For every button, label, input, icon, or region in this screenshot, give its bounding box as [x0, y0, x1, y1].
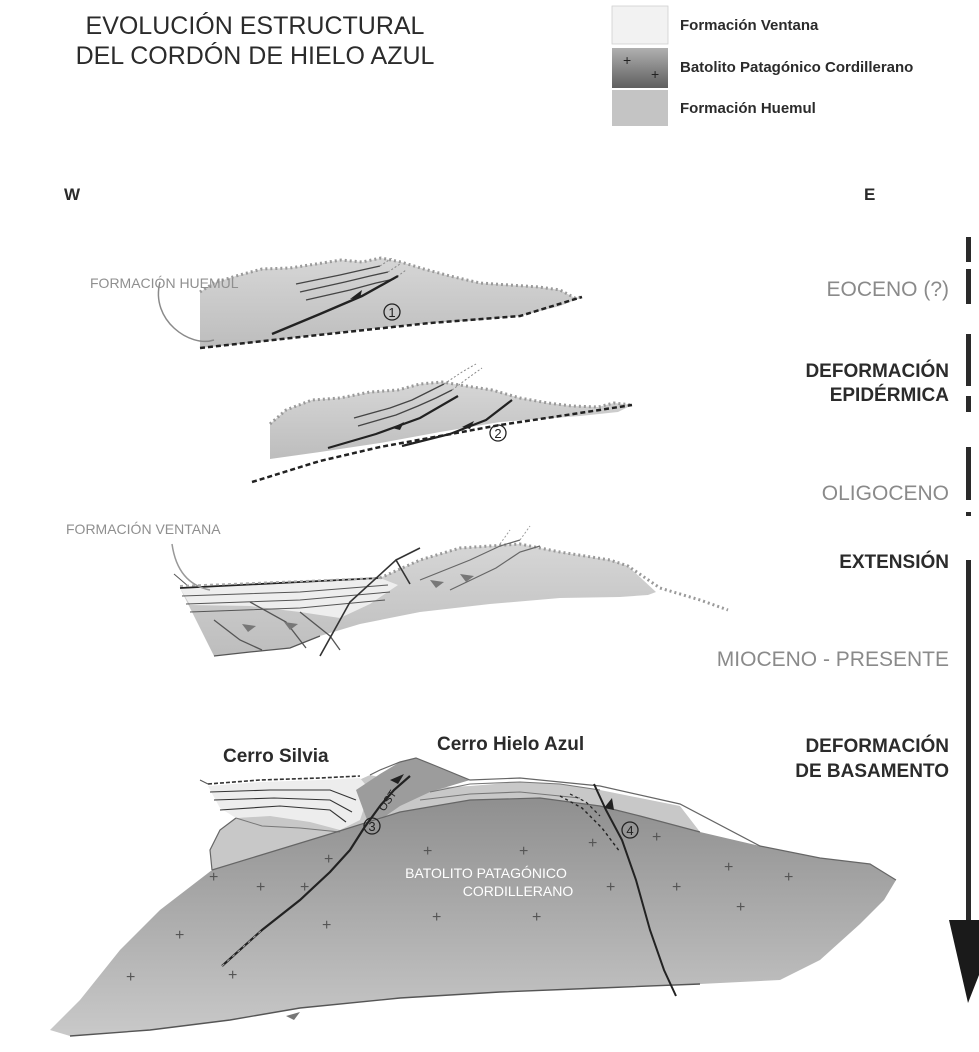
svg-text:+: + — [736, 899, 745, 916]
label-cerro-hielo-azul: Cerro Hielo Azul — [437, 734, 584, 755]
epoch-mioceno-presente: MIOCENO - PRESENTE — [717, 648, 949, 671]
batholith-body — [50, 798, 896, 1036]
legend: + + Formación Ventana Batolito Patagónic… — [612, 6, 913, 126]
legend-label-huemul: Formación Huemul — [680, 100, 816, 117]
cross-section-1: 1 FORMACIÓN HUEMUL — [90, 258, 582, 348]
svg-text:+: + — [672, 879, 681, 896]
cross-section-3: FORMACIÓN VENTANA — [66, 521, 728, 656]
timeline-axis — [949, 237, 979, 1003]
svg-text:+: + — [423, 843, 432, 860]
title-line-1: EVOLUCIÓN ESTRUCTURAL — [86, 11, 425, 40]
svg-text:+: + — [724, 859, 733, 876]
huemul-block-2 — [270, 382, 632, 459]
svg-text:+: + — [652, 829, 661, 846]
svg-text:+: + — [175, 927, 184, 944]
svg-text:+: + — [324, 851, 333, 868]
fault-number-4: 4 — [626, 823, 633, 838]
label-batolito-line1: BATOLITO PATAGÓNICO — [405, 865, 567, 881]
cross-section-2: 2 — [252, 364, 632, 482]
time-arrow-head — [949, 920, 979, 1003]
epoch-oligoceno: OLIGOCENO — [822, 482, 949, 505]
fault-number-3: 3 — [368, 819, 375, 834]
label-leader — [172, 544, 210, 590]
direction-west: W — [64, 185, 81, 204]
svg-text:+: + — [300, 879, 309, 896]
title-line-2: DEL CORDÓN DE HIELO AZUL — [76, 41, 435, 70]
plus-glyph: + — [623, 52, 631, 68]
fault-number-2: 2 — [494, 426, 501, 441]
event-deformacion-epidermica-line1: DEFORMACIÓN — [805, 360, 949, 382]
svg-text:+: + — [209, 869, 218, 886]
svg-text:+: + — [532, 909, 541, 926]
legend-label-ventana: Formación Ventana — [680, 17, 819, 34]
svg-text:+: + — [784, 869, 793, 886]
svg-text:+: + — [228, 967, 237, 984]
svg-text:+: + — [126, 969, 135, 986]
svg-text:+: + — [322, 917, 331, 934]
svg-text:+: + — [256, 879, 265, 896]
event-deformacion-epidermica-line2: EPIDÉRMICA — [830, 384, 950, 406]
plus-glyph: + — [651, 66, 659, 82]
label-formacion-huemul: FORMACIÓN HUEMUL — [90, 275, 239, 291]
direction-east: E — [864, 185, 875, 204]
cross-section-4: 3 OST 4 + + + + + + + + + + + + + + + + — [50, 734, 896, 1036]
svg-text:+: + — [432, 909, 441, 926]
fault-number-1: 1 — [388, 305, 395, 320]
svg-text:+: + — [588, 835, 597, 852]
svg-text:+: + — [519, 843, 528, 860]
label-formacion-ventana: FORMACIÓN VENTANA — [66, 521, 221, 537]
legend-swatch-batholith — [612, 48, 668, 88]
epoch-eoceno: EOCENO (?) — [826, 278, 949, 301]
svg-text:+: + — [606, 879, 615, 896]
legend-swatch-huemul — [612, 90, 668, 126]
legend-label-batholith: Batolito Patagónico Cordillerano — [680, 59, 913, 76]
event-deformacion-basamento-line2: DE BASAMENTO — [795, 761, 949, 782]
label-batolito-line2: CORDILLERANO — [463, 883, 574, 899]
event-deformacion-basamento-line1: DEFORMACIÓN — [805, 735, 949, 757]
label-cerro-silvia: Cerro Silvia — [223, 746, 329, 767]
event-extension: EXTENSIÓN — [839, 551, 949, 573]
legend-swatch-ventana — [612, 6, 668, 44]
